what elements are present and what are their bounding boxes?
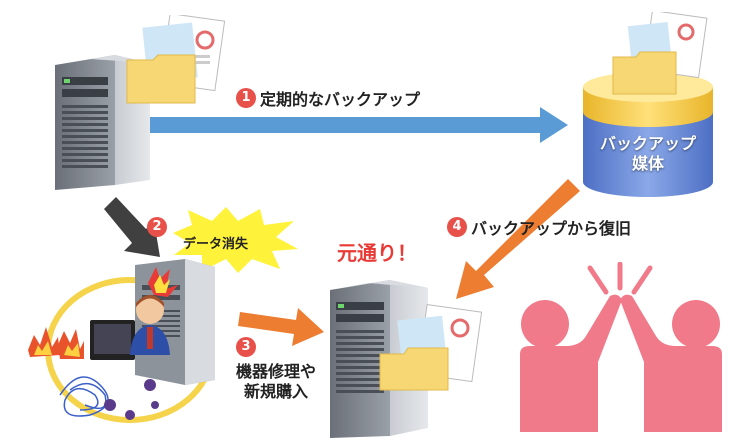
storage-label-line2: 媒体 [631,154,664,173]
storage-label: バックアップ 媒体 [578,134,718,174]
step-2-text: データ消失 [183,237,249,252]
folder-document-icon [126,15,226,104]
step-4-badge: 4 [447,217,467,237]
step-1-text: 定期的なバックアップ [260,90,421,109]
repair-arrow [238,308,324,346]
step-3-badge-wrap: 3 [236,336,260,357]
step-2-badge-wrap: 2 [147,216,171,237]
storage-label-line1: バックアップ [599,134,696,153]
high-five-icon [520,262,722,432]
step-3-line1: 機器修理や [236,362,317,381]
step-3-badge: 3 [236,336,256,357]
step-3-text: 機器修理や 新規購入 [236,362,316,402]
step-2-badge: 2 [147,216,167,237]
backup-arrow [150,107,568,143]
disaster-illustration [28,259,215,423]
restored-server-icon [330,280,483,438]
disaster-scene [20,255,240,435]
restore-arrow [456,179,580,299]
burst-shape [173,207,298,273]
restored-label: 元通り！ [337,241,417,265]
step-4-text: バックアップから復旧 [471,219,632,238]
data-loss-arrow [104,197,160,257]
restored-server-group [320,268,500,440]
step-3-line2: 新規購入 [244,382,309,401]
storage-cylinder-icon [583,9,713,197]
step-1-badge: 1 [236,88,256,108]
source-server-group [30,15,230,195]
backup-storage: バックアップ 媒体 [578,9,718,202]
